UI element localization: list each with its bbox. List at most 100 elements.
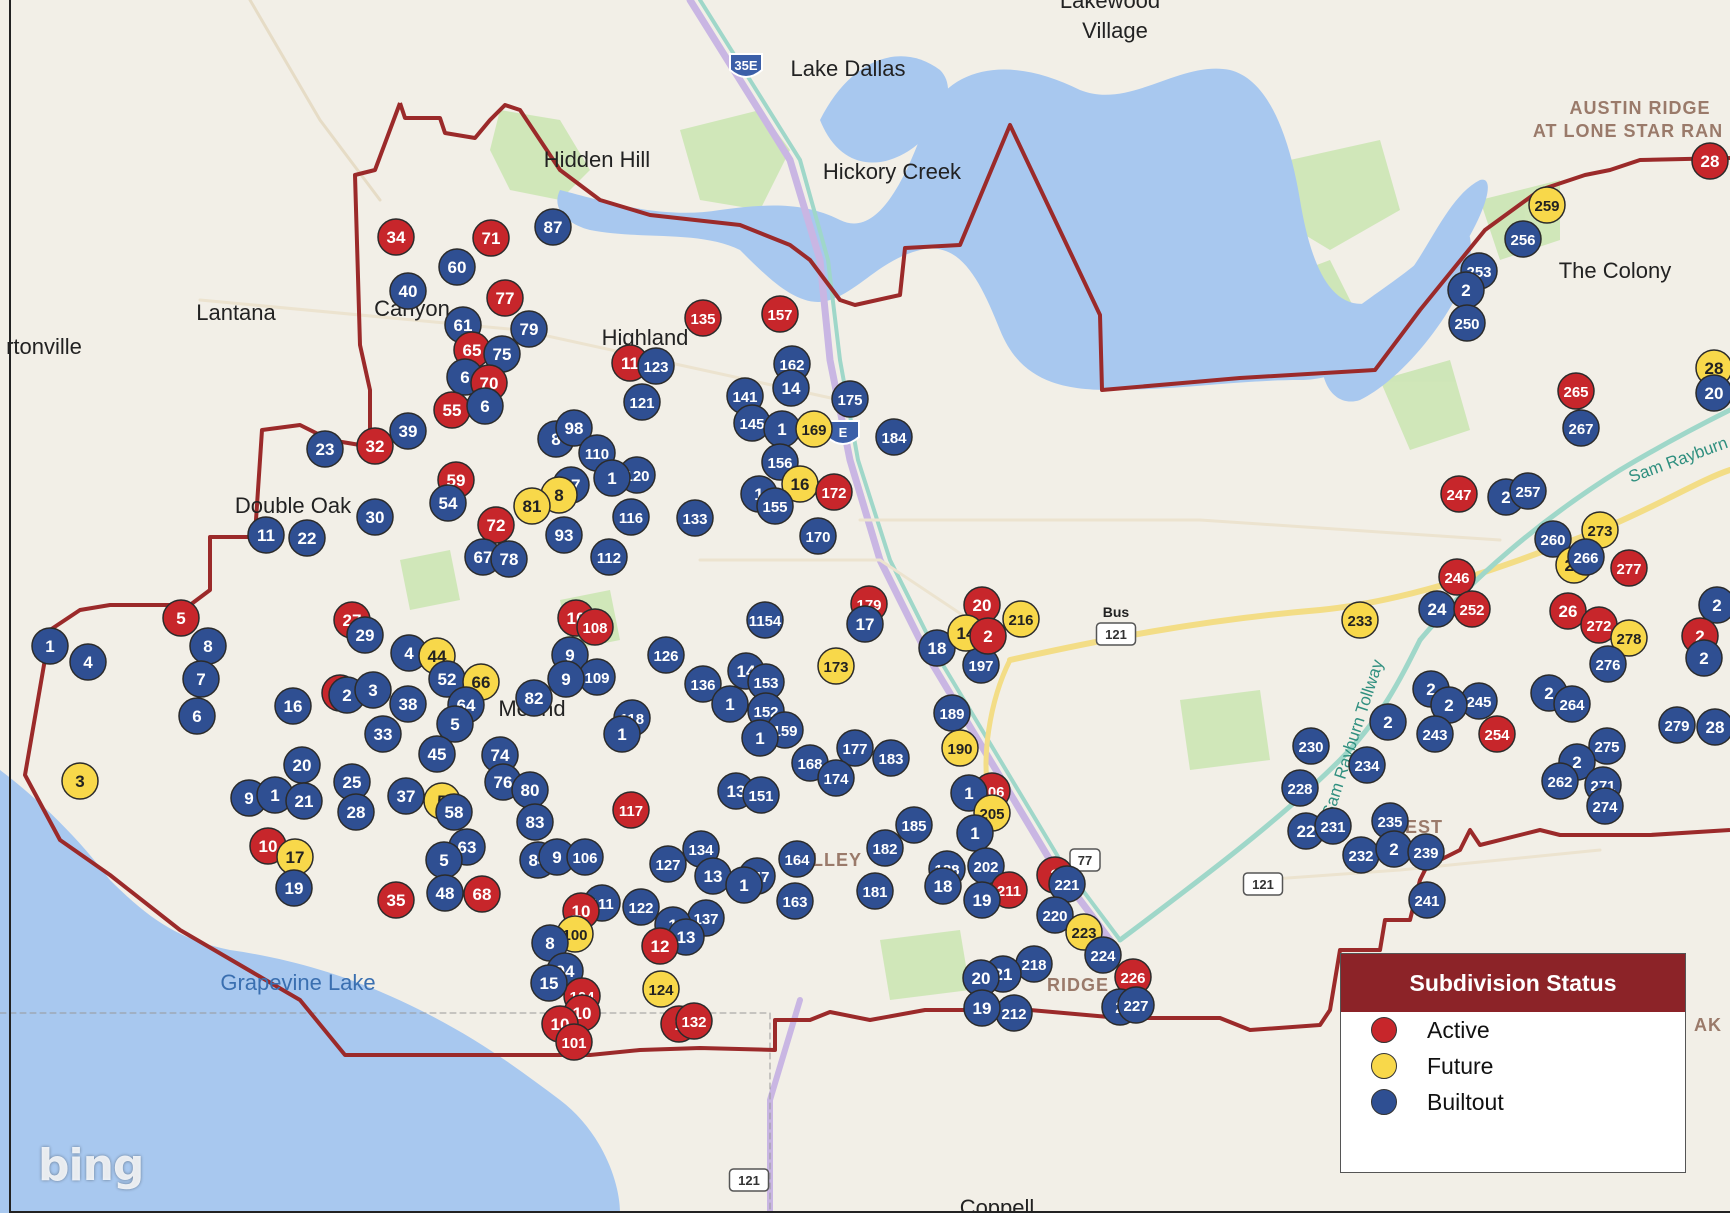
subdivision-marker-builtout[interactable]: 16 <box>274 687 312 725</box>
subdivision-marker-builtout[interactable]: 257 <box>1509 472 1547 510</box>
subdivision-marker-builtout[interactable]: 212 <box>995 994 1033 1032</box>
subdivision-marker-active[interactable]: 117 <box>612 791 650 829</box>
subdivision-marker-builtout[interactable]: 174 <box>817 759 855 797</box>
subdivision-marker-builtout[interactable]: 267 <box>1562 409 1600 447</box>
subdivision-marker-builtout[interactable]: 145 <box>733 404 771 442</box>
subdivision-marker-builtout[interactable]: 127 <box>649 845 687 883</box>
subdivision-marker-builtout[interactable]: 1 <box>725 866 763 904</box>
subdivision-marker-builtout[interactable]: 93 <box>545 516 583 554</box>
subdivision-marker-builtout[interactable]: 230 <box>1292 727 1330 765</box>
subdivision-marker-builtout[interactable]: 134 <box>682 830 720 868</box>
subdivision-marker-active[interactable]: 12 <box>641 927 679 965</box>
subdivision-marker-builtout[interactable]: 1154 <box>746 601 784 639</box>
subdivision-marker-builtout[interactable]: 15 <box>530 964 568 1002</box>
subdivision-marker-builtout[interactable]: 14 <box>772 369 810 407</box>
subdivision-marker-active[interactable]: 32 <box>356 427 394 465</box>
subdivision-marker-builtout[interactable]: 106 <box>566 838 604 876</box>
subdivision-marker-builtout[interactable]: 20 <box>283 746 321 784</box>
subdivision-marker-active[interactable]: 226 <box>1114 958 1152 996</box>
subdivision-marker-builtout[interactable]: 221 <box>1048 865 1086 903</box>
subdivision-marker-builtout[interactable]: 2 <box>1447 271 1485 309</box>
subdivision-marker-builtout[interactable]: 19 <box>963 989 1001 1027</box>
subdivision-marker-builtout[interactable]: 19 <box>963 881 1001 919</box>
subdivision-marker-builtout[interactable]: 262 <box>1541 762 1579 800</box>
subdivision-marker-builtout[interactable]: 30 <box>356 498 394 536</box>
subdivision-marker-builtout[interactable]: 185 <box>895 806 933 844</box>
subdivision-marker-builtout[interactable]: 266 <box>1567 538 1605 576</box>
subdivision-marker-active[interactable]: 246 <box>1438 558 1476 596</box>
subdivision-marker-active[interactable]: 77 <box>486 279 524 317</box>
subdivision-marker-builtout[interactable]: 275 <box>1588 727 1626 765</box>
subdivision-marker-active[interactable]: 272 <box>1580 606 1618 644</box>
subdivision-marker-builtout[interactable]: 184 <box>875 418 913 456</box>
subdivision-marker-builtout[interactable]: 5 <box>436 705 474 743</box>
subdivision-marker-builtout[interactable]: 239 <box>1407 833 1445 871</box>
subdivision-marker-future[interactable]: 216 <box>1002 600 1040 638</box>
subdivision-marker-builtout[interactable]: 116 <box>612 498 650 536</box>
subdivision-marker-builtout[interactable]: 177 <box>836 729 874 767</box>
subdivision-marker-builtout[interactable]: 52 <box>428 660 466 698</box>
subdivision-marker-active[interactable]: 157 <box>761 295 799 333</box>
subdivision-marker-builtout[interactable]: 2 <box>1430 686 1468 724</box>
subdivision-marker-builtout[interactable]: 5 <box>425 841 463 879</box>
subdivision-marker-future[interactable]: 259 <box>1528 186 1566 224</box>
subdivision-marker-builtout[interactable]: 40 <box>389 272 427 310</box>
subdivision-marker-builtout[interactable]: 78 <box>490 540 528 578</box>
subdivision-marker-builtout[interactable]: 228 <box>1281 769 1319 807</box>
subdivision-marker-active[interactable]: 132 <box>675 1002 713 1040</box>
subdivision-marker-builtout[interactable]: 38 <box>389 685 427 723</box>
subdivision-marker-builtout[interactable]: 17 <box>846 605 884 643</box>
subdivision-marker-builtout[interactable]: 87 <box>534 208 572 246</box>
subdivision-marker-builtout[interactable]: 250 <box>1448 304 1486 342</box>
subdivision-marker-builtout[interactable]: 60 <box>438 248 476 286</box>
subdivision-marker-builtout[interactable]: 264 <box>1553 685 1591 723</box>
subdivision-marker-active[interactable]: 71 <box>472 219 510 257</box>
subdivision-marker-builtout[interactable]: 45 <box>418 735 456 773</box>
subdivision-marker-builtout[interactable]: 2 <box>1698 586 1730 624</box>
subdivision-marker-builtout[interactable]: 1 <box>593 459 631 497</box>
subdivision-marker-builtout[interactable]: 234 <box>1348 746 1386 784</box>
subdivision-marker-builtout[interactable]: 256 <box>1504 220 1542 258</box>
subdivision-marker-builtout[interactable]: 1 <box>956 814 994 852</box>
subdivision-marker-active[interactable]: 68 <box>463 875 501 913</box>
subdivision-marker-active[interactable]: 2 <box>969 617 1007 655</box>
subdivision-marker-builtout[interactable]: 189 <box>933 694 971 732</box>
subdivision-marker-active[interactable]: 277 <box>1610 549 1648 587</box>
subdivision-marker-builtout[interactable]: 245 <box>1460 682 1498 720</box>
subdivision-marker-builtout[interactable]: 20 <box>1695 374 1730 412</box>
subdivision-marker-builtout[interactable]: 4 <box>69 643 107 681</box>
subdivision-marker-builtout[interactable]: 126 <box>647 636 685 674</box>
subdivision-marker-future[interactable]: 233 <box>1341 601 1379 639</box>
subdivision-marker-builtout[interactable]: 112 <box>590 538 628 576</box>
subdivision-marker-builtout[interactable]: 29 <box>346 616 384 654</box>
subdivision-marker-builtout[interactable]: 202 <box>967 847 1005 885</box>
subdivision-marker-builtout[interactable]: 197 <box>962 646 1000 684</box>
subdivision-marker-builtout[interactable]: 2 <box>1685 639 1723 677</box>
subdivision-marker-future[interactable]: 278 <box>1610 619 1648 657</box>
subdivision-marker-builtout[interactable]: 1 <box>31 627 69 665</box>
subdivision-marker-active[interactable]: 254 <box>1478 715 1516 753</box>
subdivision-marker-builtout[interactable]: 231 <box>1314 807 1352 845</box>
subdivision-marker-active[interactable]: 35 <box>377 881 415 919</box>
subdivision-marker-builtout[interactable]: 151 <box>742 776 780 814</box>
subdivision-marker-builtout[interactable]: 82 <box>515 679 553 717</box>
subdivision-marker-builtout[interactable]: 7 <box>182 660 220 698</box>
subdivision-marker-builtout[interactable]: 121 <box>623 383 661 421</box>
subdivision-marker-builtout[interactable]: 21 <box>285 782 323 820</box>
subdivision-marker-builtout[interactable]: 83 <box>516 803 554 841</box>
subdivision-marker-future[interactable]: 81 <box>513 487 551 525</box>
subdivision-marker-future[interactable]: 169 <box>795 410 833 448</box>
subdivision-marker-builtout[interactable]: 19 <box>275 869 313 907</box>
subdivision-marker-builtout[interactable]: 163 <box>776 882 814 920</box>
subdivision-marker-future[interactable]: 16 <box>781 465 819 503</box>
subdivision-marker-builtout[interactable]: 1 <box>711 685 749 723</box>
subdivision-marker-builtout[interactable]: 136 <box>684 665 722 703</box>
subdivision-marker-active[interactable]: 55 <box>433 391 471 429</box>
subdivision-marker-builtout[interactable]: 183 <box>872 739 910 777</box>
subdivision-marker-builtout[interactable]: 75 <box>483 335 521 373</box>
subdivision-marker-builtout[interactable]: 218 <box>1015 945 1053 983</box>
subdivision-marker-builtout[interactable]: 33 <box>364 715 402 753</box>
subdivision-marker-builtout[interactable]: 58 <box>435 793 473 831</box>
subdivision-marker-builtout[interactable]: 232 <box>1342 836 1380 874</box>
